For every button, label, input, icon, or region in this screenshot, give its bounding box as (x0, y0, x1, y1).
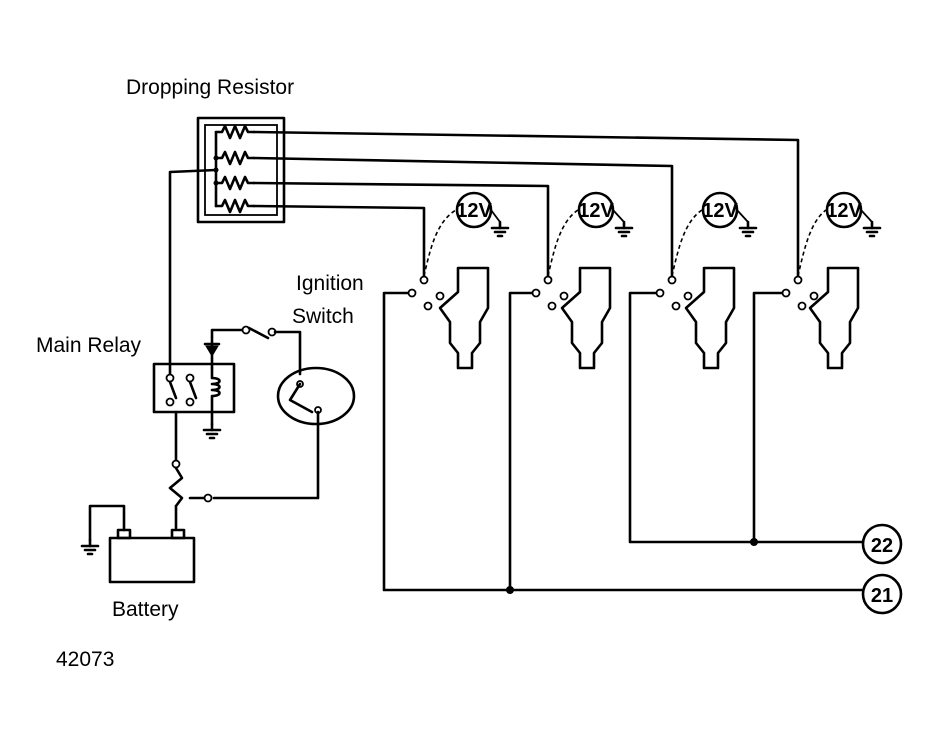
voltage-badge-3: 12V (701, 191, 758, 238)
ignition-switch[interactable] (276, 366, 356, 426)
switch-label: Switch (292, 305, 354, 328)
battery-label: Battery (112, 598, 179, 621)
wire-to-injector-2 (252, 181, 550, 282)
diode (203, 342, 221, 357)
svg-text:12V: 12V (826, 200, 862, 222)
wire-to-injector-3 (252, 156, 674, 282)
voltage-badge-4: 12V (825, 191, 882, 238)
battery (80, 504, 196, 584)
ignition-label: Ignition (296, 272, 364, 295)
voltage-badge-2: 12V (577, 191, 634, 238)
wire-injector-2-return (508, 291, 534, 592)
terminal-21: 21 (861, 573, 903, 615)
wire-relay-to-resistor (168, 168, 218, 380)
svg-text:12V: 12V (702, 200, 738, 222)
wire-relay-coil (210, 328, 248, 370)
main-relay (152, 362, 236, 440)
svg-text:21: 21 (871, 585, 893, 607)
svg-text:12V: 12V (456, 200, 492, 222)
fusible-link (168, 466, 184, 508)
wire-injector-1-return (382, 291, 864, 592)
injector-4 (781, 209, 860, 370)
wire-injector-3-return (628, 291, 864, 544)
main-relay-label: Main Relay (36, 334, 142, 357)
wire-to-ignition-switch (273, 330, 302, 376)
wire-to-injector-4 (252, 130, 800, 282)
voltage-badge-1: 12V (455, 191, 510, 238)
terminal-22: 22 (861, 523, 903, 565)
wire-injector-4-return (752, 291, 784, 544)
injector-3 (655, 209, 736, 370)
svg-text:22: 22 (871, 535, 893, 557)
injector-2 (531, 209, 612, 370)
svg-text:12V: 12V (578, 200, 614, 222)
injector-1 (407, 209, 490, 370)
figure-number: 42073 (56, 648, 114, 671)
wire-ignition-to-battery (212, 410, 320, 500)
wire-to-injector-1 (252, 204, 426, 282)
dropping-resistor-label: Dropping Resistor (126, 76, 294, 99)
